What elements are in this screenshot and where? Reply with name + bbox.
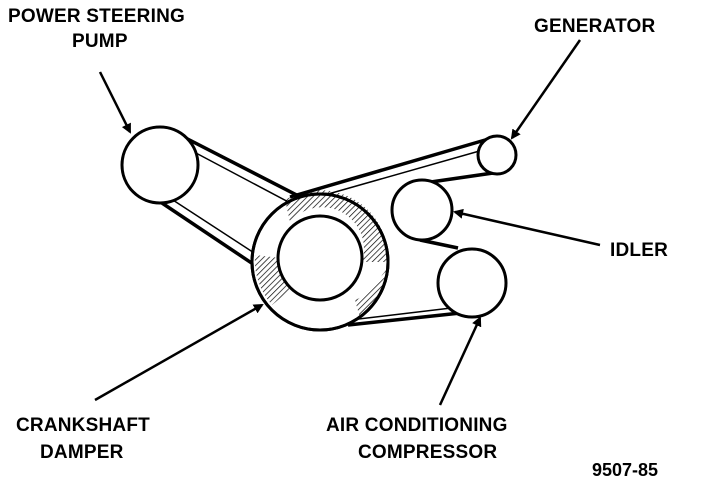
label-idler: IDLER [610, 240, 668, 261]
belt-segment-ps-bottom [149, 193, 263, 272]
belt-segment-generator-top [289, 136, 493, 199]
label-crankshaft-line2: DAMPER [40, 442, 124, 463]
leader-ac-compressor [438, 316, 482, 406]
generator-pulley [476, 134, 518, 176]
leader-generator [510, 39, 582, 140]
belt-segment-idler-ac [419, 238, 459, 250]
ac-compressor-pulley [436, 247, 508, 319]
leader-power-steering [98, 71, 132, 134]
label-ac-line1: AIR CONDITIONING [326, 415, 508, 436]
idler-pulley [390, 178, 454, 242]
power-steering-pump-pulley [120, 125, 200, 205]
label-crankshaft-line1: CRANKSHAFT [16, 415, 150, 436]
label-generator: GENERATOR [534, 16, 656, 37]
crankshaft-damper [250, 190, 390, 332]
label-power-steering-line1: POWER STEERING [8, 6, 185, 27]
label-power-steering-line2: PUMP [72, 31, 128, 52]
figure-id: 9507-85 [592, 460, 658, 480]
belt-segment-ac-crank [347, 310, 471, 327]
leader-lines [94, 39, 601, 406]
leader-crankshaft-damper [94, 303, 264, 402]
label-ac-line2: COMPRESSOR [358, 442, 497, 463]
leader-idler [453, 208, 601, 247]
